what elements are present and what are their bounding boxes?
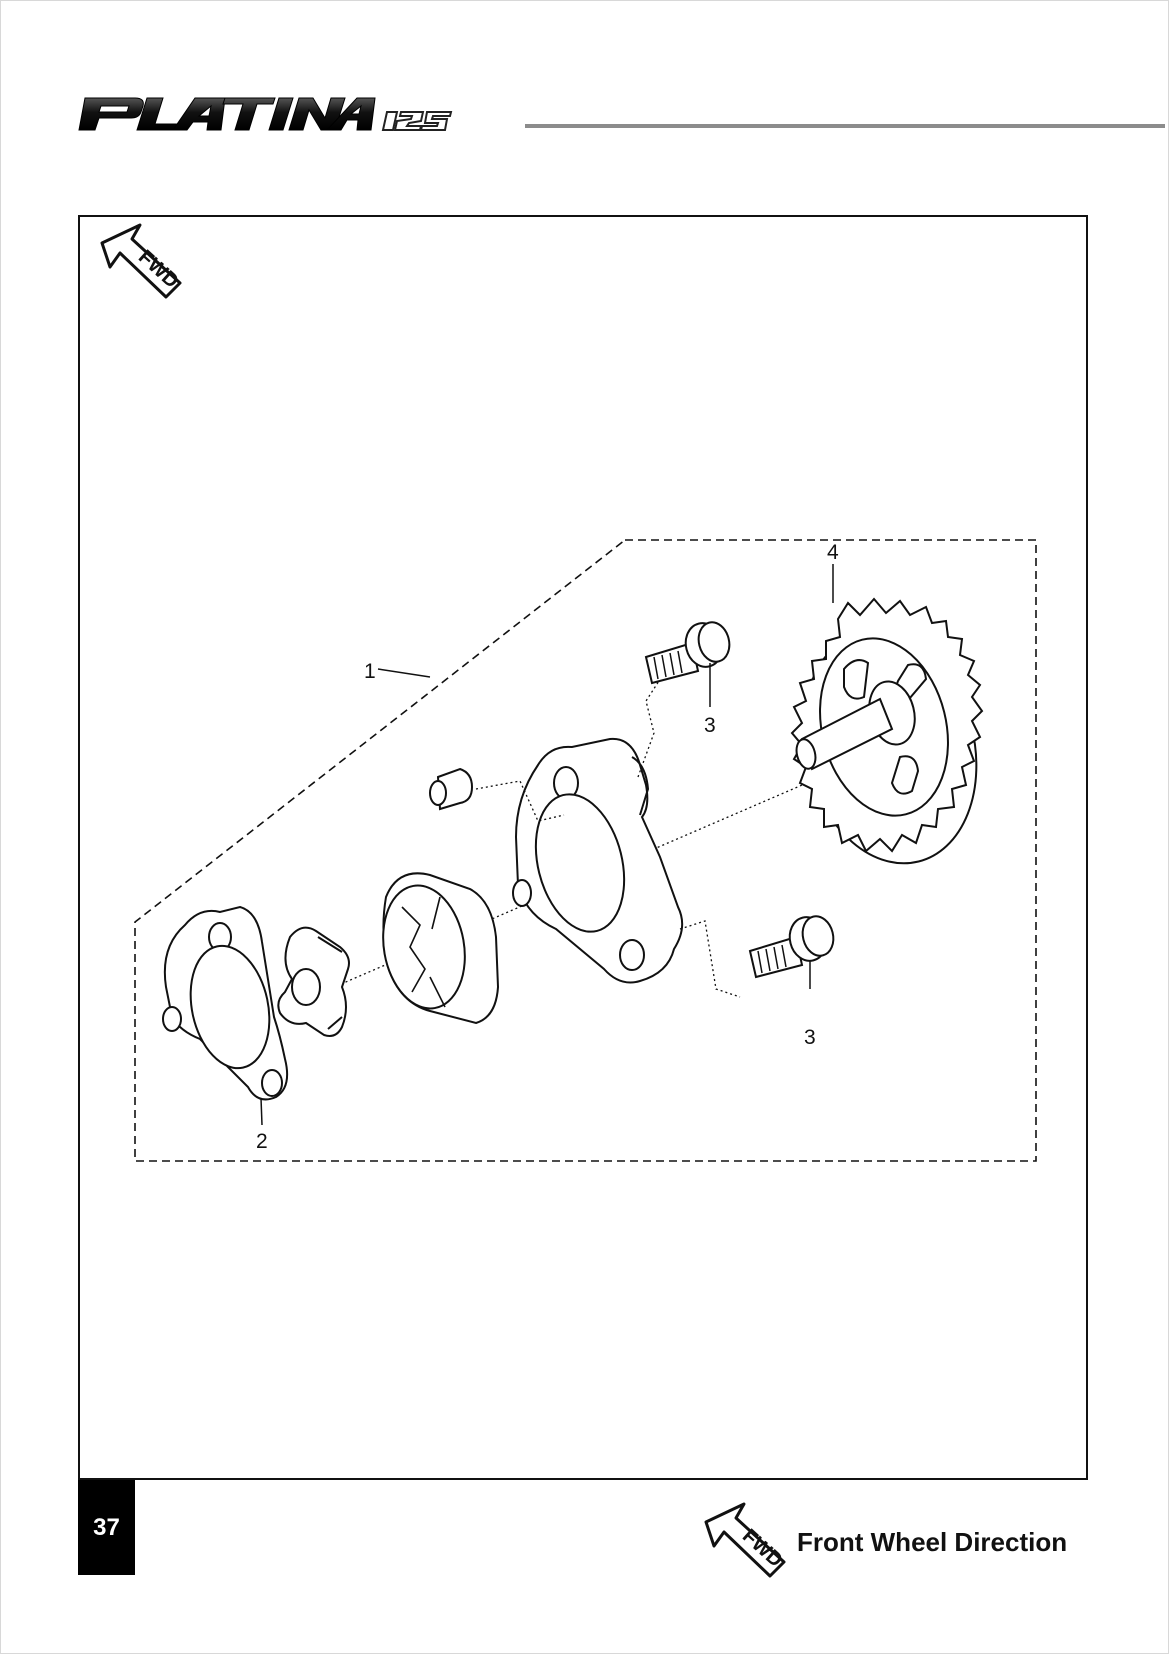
- header-rule: [525, 124, 1165, 128]
- exploded-diagram-frame: FWD: [78, 215, 1088, 1480]
- fwd-legend: FWD Front Wheel Direction: [700, 1500, 1100, 1580]
- page-header: [75, 90, 1165, 140]
- gasket-part: [162, 905, 289, 1101]
- page-number: 37: [78, 1480, 135, 1575]
- dowel-pin-part: [429, 767, 474, 811]
- assembly-boundary: [134, 539, 1037, 1162]
- platina-125-logo: [78, 97, 453, 131]
- callout-1: 1: [364, 660, 376, 683]
- bolt-lower-part: [748, 915, 835, 979]
- drive-gear-part: [790, 597, 984, 865]
- pump-body-part: [512, 737, 684, 984]
- leader-lines: [475, 666, 741, 998]
- callout-3-lower: 3: [804, 1026, 816, 1049]
- oil-pump-exploded-diagram: FWD: [100, 223, 1037, 1162]
- callout-2: 2: [256, 1130, 268, 1153]
- callout-leaders: [260, 564, 834, 1126]
- inner-rotor-part: [277, 926, 350, 1037]
- callout-4: 4: [827, 541, 839, 564]
- outer-rotor-part: [382, 872, 500, 1025]
- fwd-legend-label: Front Wheel Direction: [797, 1527, 1068, 1557]
- fwd-arrow-icon: FWD: [100, 223, 183, 299]
- fwd-legend-arrow-icon: FWD: [704, 1502, 787, 1578]
- bolt-upper-part: [644, 621, 731, 685]
- callout-3-upper: 3: [704, 714, 716, 737]
